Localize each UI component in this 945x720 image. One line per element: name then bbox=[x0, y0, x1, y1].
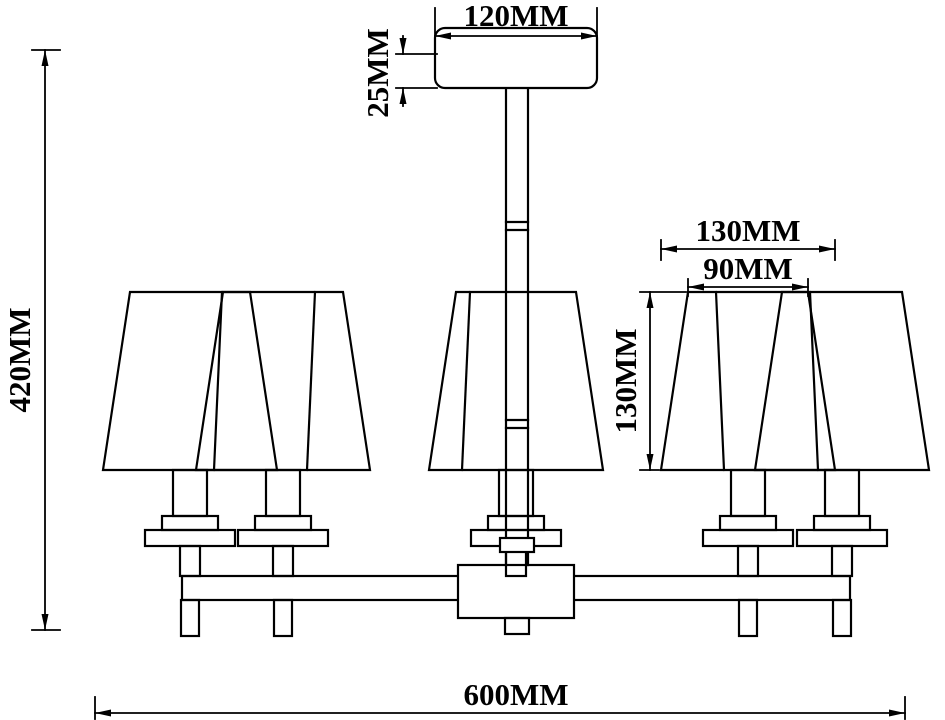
arrow-left-icon bbox=[688, 283, 704, 291]
dim-canopy-width-label: 120MM bbox=[463, 0, 568, 33]
dim-shade-height: 130MM bbox=[608, 291, 687, 471]
dim-shade-bottom-width-label: 130MM bbox=[695, 213, 800, 248]
dim-total-width: 600MM bbox=[94, 677, 906, 720]
ceiling-canopy bbox=[433, 26, 599, 90]
ceiling-rod bbox=[498, 86, 536, 567]
shade-seam bbox=[305, 290, 317, 472]
arrow-left-icon bbox=[661, 245, 677, 253]
arrow-left-icon bbox=[95, 709, 111, 717]
rod-collar bbox=[498, 536, 536, 554]
lamp-shade bbox=[101, 290, 279, 472]
hub-bottom-finial bbox=[503, 616, 531, 636]
candle-holder bbox=[236, 468, 330, 578]
dim-canopy-height-label: 25MM bbox=[360, 28, 395, 118]
dim-total-height: 420MM bbox=[2, 49, 61, 631]
dim-total-height-label: 420MM bbox=[2, 307, 37, 412]
arm-drop-right-inner bbox=[737, 598, 759, 638]
lamp-shade bbox=[753, 290, 931, 472]
arrow-right-icon bbox=[581, 32, 597, 40]
arm-drop-left-outer bbox=[179, 598, 201, 638]
shade-seam bbox=[460, 290, 472, 472]
arrow-left-icon bbox=[435, 32, 451, 40]
lamp-shade bbox=[659, 290, 837, 472]
dim-shade-top-width-label: 90MM bbox=[703, 251, 793, 286]
candle-holder bbox=[795, 468, 889, 578]
arrow-down-icon bbox=[41, 614, 49, 630]
dim-shade-height-label: 130MM bbox=[608, 328, 643, 433]
arrow-up-icon bbox=[399, 88, 407, 104]
arrow-right-icon bbox=[889, 709, 905, 717]
candle-holder bbox=[143, 468, 237, 578]
lamp-shade bbox=[427, 290, 605, 472]
arrow-right-icon bbox=[792, 283, 808, 291]
dim-shade-bottom-width: 130MM bbox=[660, 213, 836, 261]
dim-shade-top-width: 90MM bbox=[687, 251, 809, 297]
shade-seam bbox=[808, 290, 820, 472]
arm-drop-left-inner bbox=[272, 598, 294, 638]
shade-seam bbox=[714, 290, 726, 472]
center-hub bbox=[456, 563, 576, 636]
shade-seam bbox=[212, 290, 224, 472]
arrow-up-icon bbox=[646, 292, 654, 308]
dim-canopy-height: 25MM bbox=[360, 28, 438, 118]
dim-canopy-width: 120MM bbox=[434, 0, 598, 47]
arrow-down-icon bbox=[646, 454, 654, 470]
arrow-down-icon bbox=[399, 38, 407, 54]
arrow-right-icon bbox=[819, 245, 835, 253]
dim-total-width-label: 600MM bbox=[463, 677, 568, 712]
arm-drop-right-outer bbox=[831, 598, 853, 638]
arrow-up-icon bbox=[41, 50, 49, 66]
candle-holder bbox=[469, 468, 563, 578]
lamp-shade bbox=[194, 290, 372, 472]
candle-holder bbox=[701, 468, 795, 578]
